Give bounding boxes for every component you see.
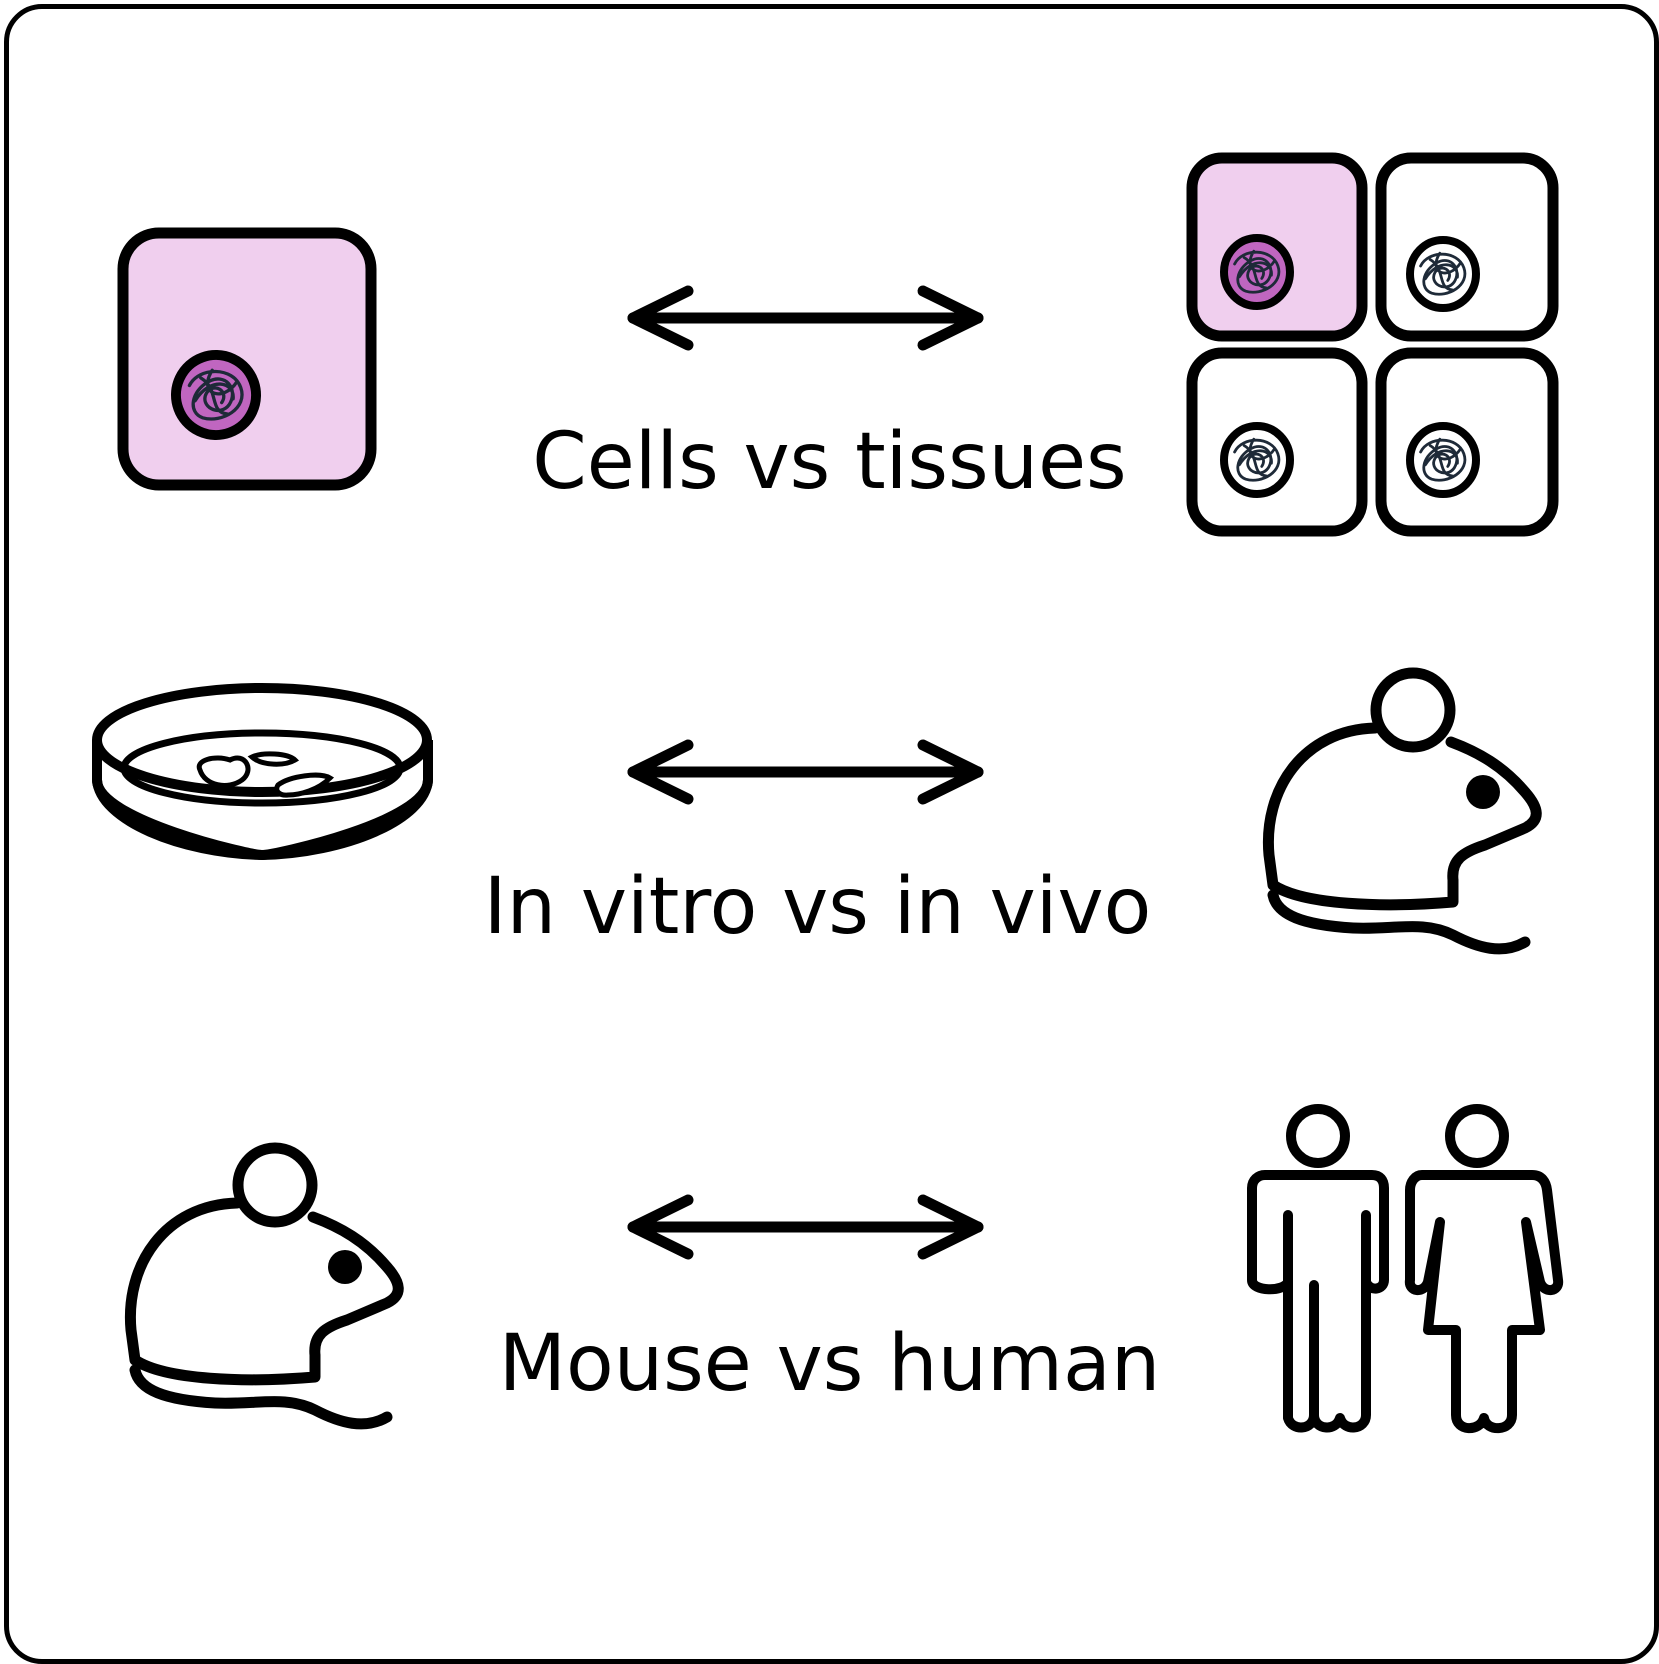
tissue-cells-icon [1186,152,1559,537]
row-label-mouse-vs-human: Mouse vs human [498,1319,1161,1409]
humans-icon [1247,1104,1564,1434]
double-arrow-icon [633,745,978,799]
row-label-cells-vs-tissues: Cells vs tissues [532,417,1127,507]
single-cell-icon [117,227,377,491]
row-label-in-vitro-vs-in-vivo: In vitro vs in vivo [483,862,1152,952]
double-arrow-icon [633,1200,978,1254]
double-arrow-icon [633,291,978,345]
petri-dish-icon [92,683,433,861]
